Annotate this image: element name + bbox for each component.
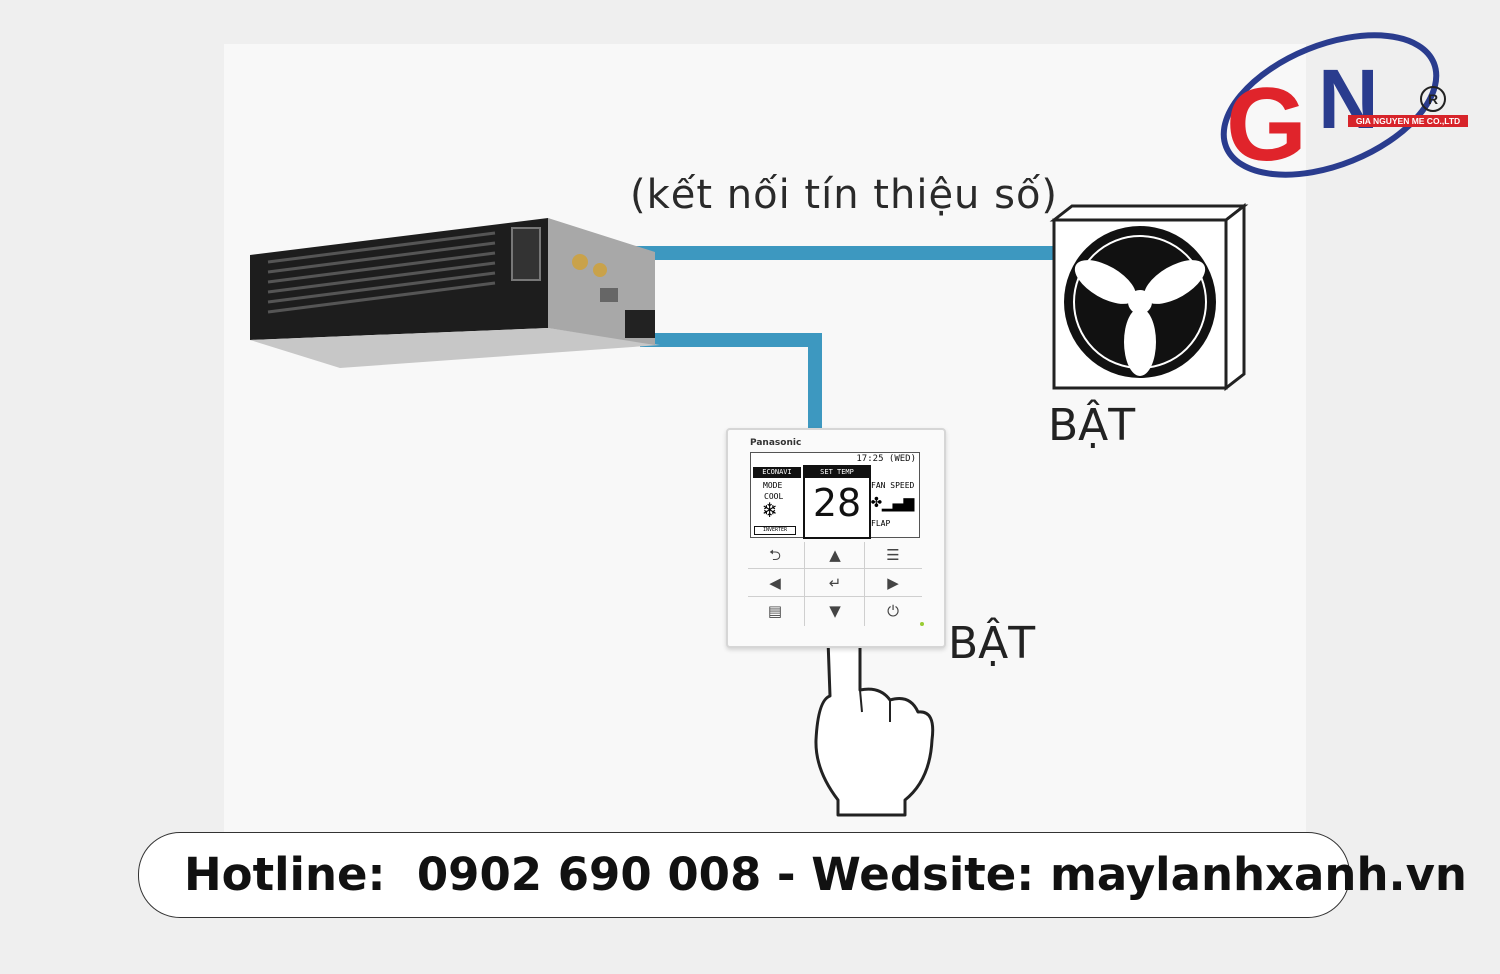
indoor-duct-unit-icon	[250, 218, 660, 368]
remote-screen: 17:25 (WED) ECONAVI MODE COOL ❄ INVERTER…	[750, 452, 920, 539]
snowflake-icon: ❄	[763, 498, 777, 523]
enter-button[interactable]: ↵	[828, 574, 842, 592]
flap-label: FLAP	[871, 519, 891, 528]
status-led	[920, 622, 924, 626]
contact-footer: Hotline: 0902 690 008 - Wedsite: maylanh…	[138, 832, 1467, 918]
company-logo-icon: G N	[1220, 32, 1440, 183]
outdoor-unit-on-label: BẬT	[1048, 400, 1136, 451]
wired-remote-controller: Panasonic 17:25 (WED) ECONAVI MODE COOL …	[726, 428, 946, 648]
logo-company-name: GIA NGUYEN ME CO.,LTD	[1348, 115, 1468, 127]
remote-time: 17:25 (WED)	[856, 454, 916, 464]
set-temp-label: SET TEMP	[805, 467, 869, 478]
logo-letter-n: N	[1318, 52, 1379, 146]
logo-letter-g: G	[1226, 67, 1307, 183]
power-button[interactable]: ⏻	[887, 602, 899, 620]
remote-on-label: BẬT	[948, 618, 1036, 669]
mode-value: COOL	[764, 492, 784, 501]
fan-speed-label: FAN SPEED	[871, 481, 915, 490]
right-button[interactable]: ▶	[887, 574, 899, 592]
fan-blades-icon	[1074, 260, 1206, 376]
signal-connection-caption: (kết nối tín thiệu số)	[630, 172, 1059, 218]
temperature-value: 28	[812, 481, 862, 525]
left-button[interactable]: ◀	[769, 574, 781, 592]
set-temp-box: SET TEMP 28	[803, 465, 871, 539]
wire-to-remote	[640, 333, 822, 430]
up-button[interactable]: ▲	[829, 546, 841, 564]
registered-mark: R	[1420, 86, 1446, 112]
remote-brand: Panasonic	[750, 438, 802, 448]
down-button[interactable]: ▼	[829, 602, 841, 620]
timer-button[interactable]: ▤	[767, 602, 783, 620]
contact-text: Hotline: 0902 690 008 - Wedsite: maylanh…	[184, 848, 1467, 901]
inverter-tag: INVERTER	[754, 526, 796, 535]
mode-label: MODE	[763, 481, 783, 490]
fan-speed-icon: ✤▁▃▅	[871, 491, 915, 512]
back-button[interactable]: ⮌	[768, 546, 781, 564]
outdoor-unit-icon	[1049, 202, 1249, 392]
menu-button[interactable]: ☰	[886, 546, 900, 564]
econavi-badge: ECONAVI	[753, 467, 801, 478]
